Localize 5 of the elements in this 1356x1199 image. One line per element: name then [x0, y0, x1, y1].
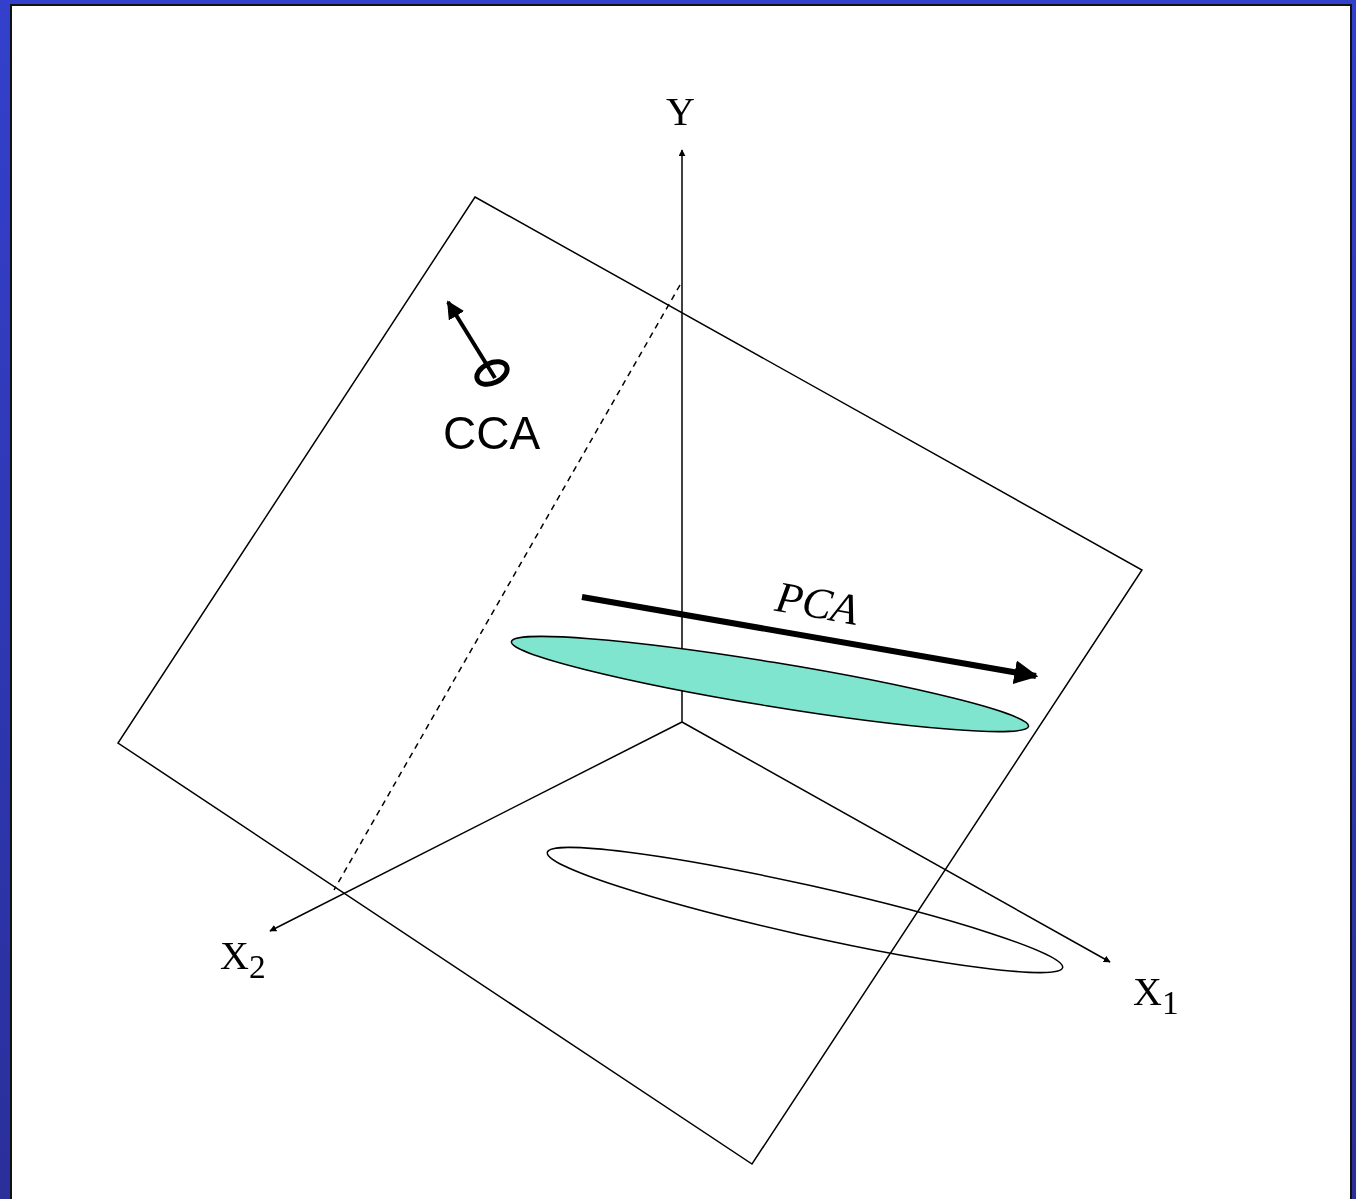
method-label: CCA: [443, 410, 541, 456]
axis-label: X$_{2}$: [220, 936, 266, 984]
axis-label: X$_{1}$: [1133, 972, 1179, 1020]
method-label: PCA: [772, 575, 862, 633]
axis-label: Y: [666, 92, 695, 132]
